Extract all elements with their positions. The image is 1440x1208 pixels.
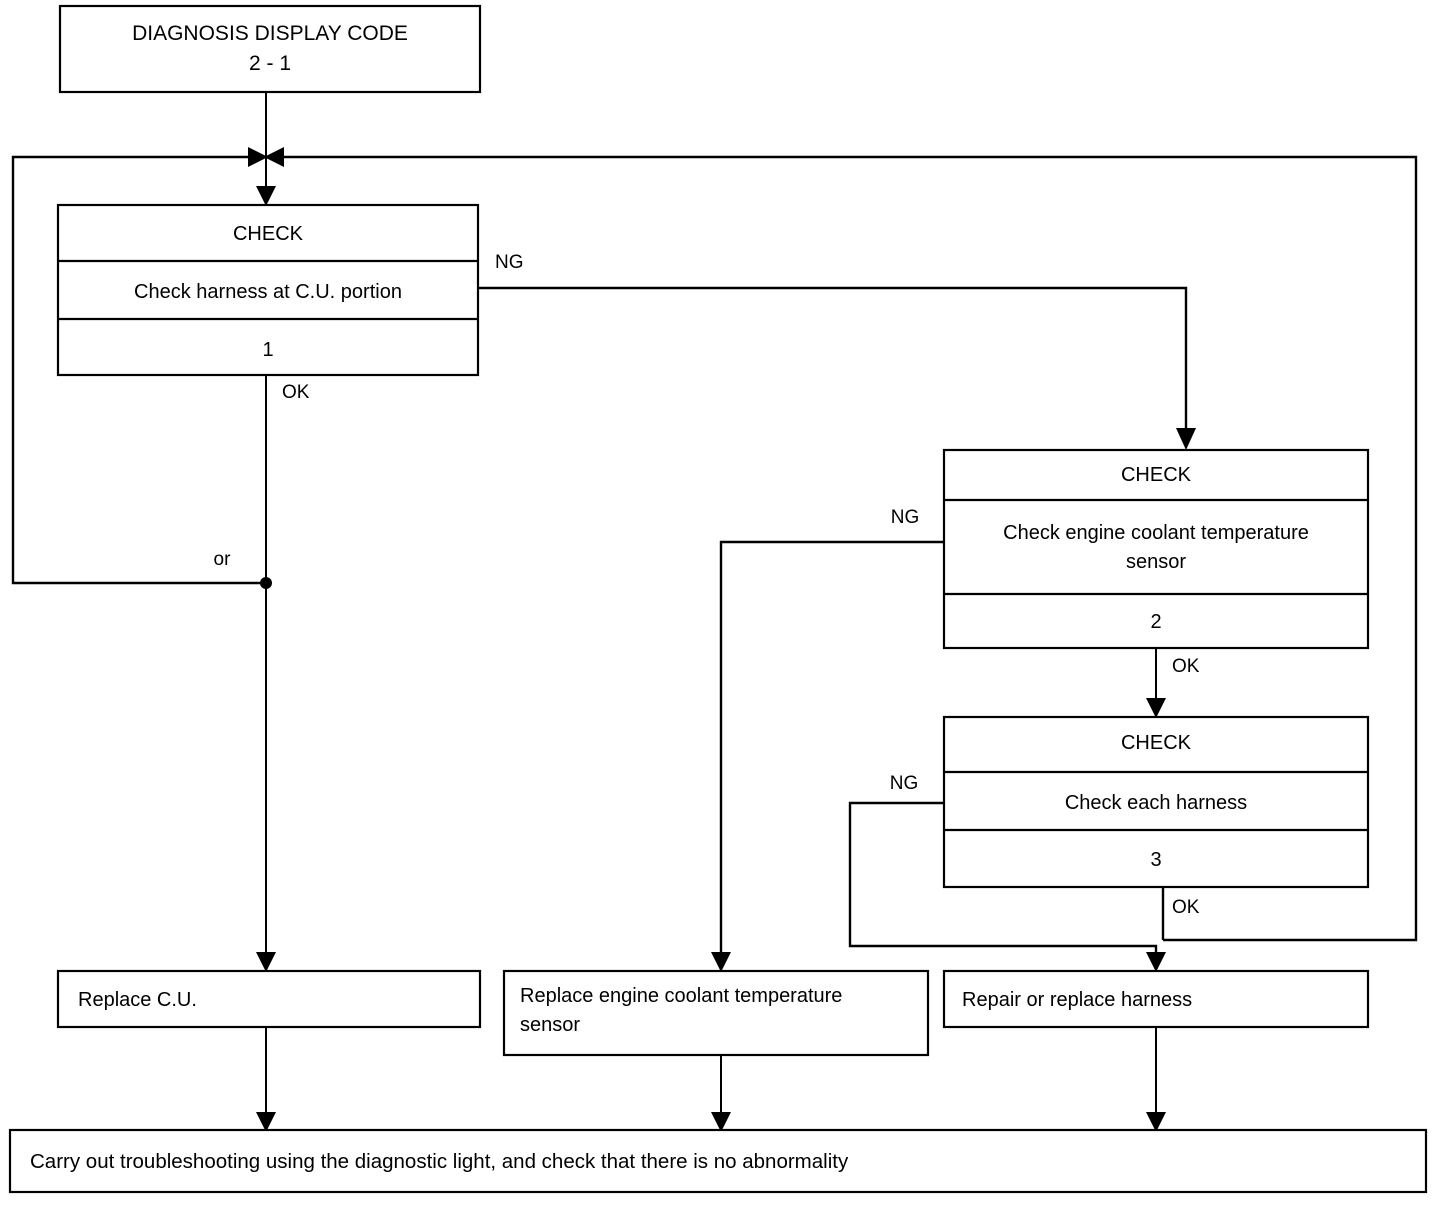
arrowhead-into-repair-harness — [1146, 952, 1166, 972]
title-line-1: DIAGNOSIS DISPLAY CODE — [132, 22, 408, 45]
repair-harness-label: Repair or replace harness — [962, 989, 1192, 1011]
conn-check1-ng — [478, 286, 1188, 428]
title-line-2: 2 - 1 — [249, 52, 291, 75]
conn-right-feedback — [284, 155, 1418, 942]
replace-sensor-rect — [502, 969, 930, 1057]
arrowhead-into-replace-sensor — [711, 952, 731, 972]
arrowhead-left-feedback — [248, 147, 268, 167]
check-1-number: 1 — [262, 339, 273, 361]
check-2-body-line-2: sensor — [1126, 551, 1186, 573]
check-3-header: CHECK — [1121, 732, 1192, 754]
check-1-rect — [56, 203, 480, 377]
replace-cu-label: Replace C.U. — [78, 989, 197, 1011]
label-or: or — [214, 549, 232, 570]
check-2-number: 2 — [1150, 611, 1161, 633]
action-box-repair-harness: Repair or replace harness — [942, 969, 1370, 1029]
label-ok-check2: OK — [1172, 656, 1200, 677]
check-3-body: Check each harness — [1065, 792, 1247, 814]
footer-box-rect — [8, 1128, 1428, 1194]
arrowhead-repair-harness-footer — [1146, 1112, 1166, 1132]
conn-check2-ng — [719, 540, 944, 955]
check-2-rect — [942, 448, 1370, 650]
label-ng-check3: NG — [890, 773, 919, 794]
check-box-2: CHECK Check engine coolant temperature s… — [942, 448, 1370, 650]
junction-dot-or — [260, 577, 272, 589]
arrowhead-replace-sensor-footer — [711, 1112, 731, 1132]
arrowhead-into-replace-cu — [256, 952, 276, 972]
action-box-replace-sensor: Replace engine coolant temperature senso… — [502, 969, 930, 1057]
repair-harness-rect — [942, 969, 1370, 1029]
check-box-3: CHECK Check each harness 3 — [942, 715, 1370, 889]
replace-sensor-line-2: sensor — [520, 1014, 580, 1036]
label-ng-check1: NG — [495, 252, 524, 273]
replace-cu-rect — [56, 969, 482, 1029]
arrowhead-replace-cu-footer — [256, 1112, 276, 1132]
footer-box: Carry out troubleshooting using the diag… — [8, 1128, 1428, 1194]
footer-box-label: Carry out troubleshooting using the diag… — [30, 1150, 849, 1173]
arrowhead-check1-ng — [1176, 428, 1196, 450]
check-2-body-line-1: Check engine coolant temperature — [1003, 522, 1309, 544]
conn-left-feedback — [11, 155, 265, 585]
check-1-body: Check harness at C.U. portion — [134, 281, 402, 303]
action-box-replace-cu: Replace C.U. — [56, 969, 482, 1029]
check-3-number: 3 — [1150, 849, 1161, 871]
arrowhead-into-check1 — [256, 186, 276, 206]
replace-sensor-line-1: Replace engine coolant temperature — [520, 985, 842, 1007]
check-box-1: CHECK Check harness at C.U. portion 1 — [56, 203, 480, 377]
check-1-header: CHECK — [233, 223, 304, 245]
arrowhead-check2-ok — [1146, 698, 1166, 718]
check-2-header: CHECK — [1121, 464, 1192, 486]
label-ok-check1: OK — [282, 382, 310, 403]
label-ok-check3: OK — [1172, 897, 1200, 918]
title-box: DIAGNOSIS DISPLAY CODE 2 - 1 — [58, 4, 482, 94]
conn-check3-ng — [848, 801, 1158, 955]
title-box-rect — [58, 4, 482, 94]
label-ng-check2: NG — [891, 507, 920, 528]
arrowhead-right-feedback — [264, 147, 284, 167]
